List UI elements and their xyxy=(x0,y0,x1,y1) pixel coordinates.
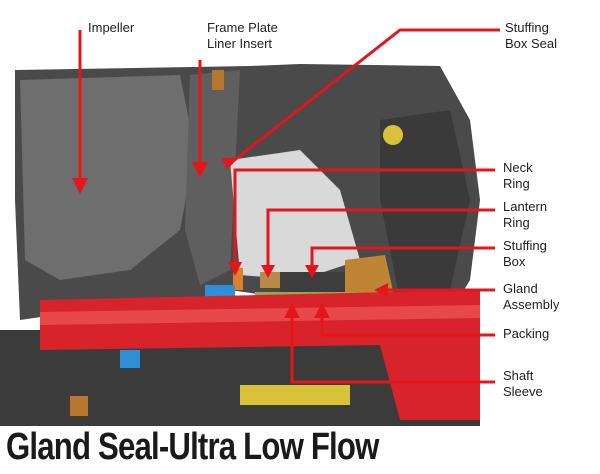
diagram-title: Gland Seal-Ultra Low Flow xyxy=(6,426,379,468)
label-stuffing-box-2: Box xyxy=(503,254,526,269)
label-gland-assembly: Gland xyxy=(503,281,538,296)
label-stuffing-box: Stuffing xyxy=(503,238,547,253)
label-frame-plate: Frame Plate xyxy=(207,20,278,35)
label-lantern-ring: Lantern xyxy=(503,199,548,214)
label-neck-ring-2: Ring xyxy=(503,176,530,191)
label-packing: Packing xyxy=(503,326,550,341)
bolt-head xyxy=(383,125,403,145)
impeller xyxy=(20,75,195,280)
label-stuffing-box-seal-2: Box Seal xyxy=(505,36,558,51)
label-shaft-sleeve: Shaft xyxy=(503,368,534,383)
callout-arrows xyxy=(78,28,500,384)
label-impeller: Impeller xyxy=(88,20,135,35)
label-liner-insert: Liner Insert xyxy=(207,36,273,51)
lantern-ring xyxy=(260,272,280,288)
label-neck-ring: Neck xyxy=(503,160,533,175)
label-stuffing-box-seal: Stuffing xyxy=(505,20,549,35)
lower-bolt xyxy=(240,385,350,405)
packing xyxy=(280,272,345,292)
label-shaft-sleeve-2: Sleeve xyxy=(503,384,543,399)
neck-ring xyxy=(233,268,243,290)
label-lantern-ring-2: Ring xyxy=(503,215,530,230)
label-gland-assembly-2: Assembly xyxy=(503,297,560,312)
